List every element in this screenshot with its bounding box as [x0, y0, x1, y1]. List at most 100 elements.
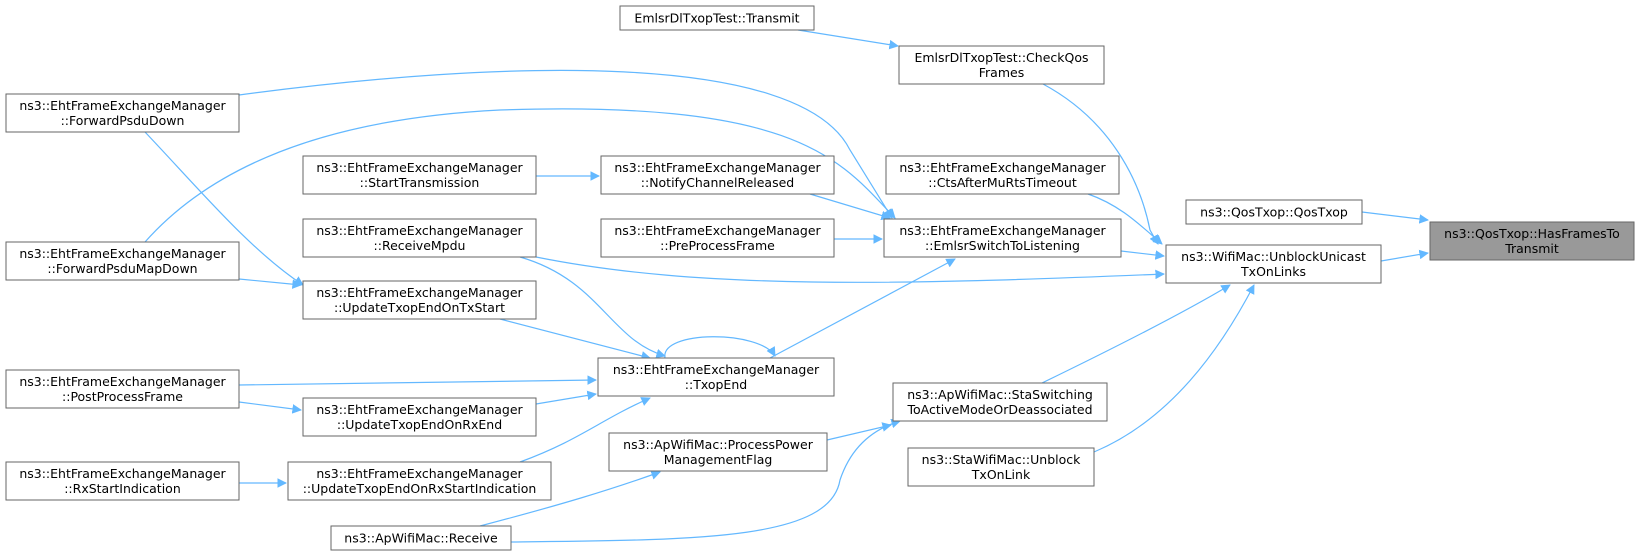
node-starttrans[interactable]: ns3::EhtFrameExchangeManager::StartTrans… [302, 155, 537, 195]
edges [144, 29, 1429, 543]
node-label: ::NotifyChannelReleased [641, 175, 794, 190]
edge-processpower-to-staswitching [826, 422, 892, 441]
node-updaterxend[interactable]: ns3::EhtFrameExchangeManager::UpdateTxop… [302, 397, 537, 437]
edge-updaterxstartind-to-txopend [519, 397, 651, 463]
edge-staswitching-to-unblockunicast [1041, 284, 1231, 384]
edge-receive-to-processpower [479, 470, 661, 527]
node-box[interactable] [5, 241, 240, 281]
edge-forwardpsdumap-to-emlsrswitch [144, 108, 896, 243]
edge-checkqos-to-unblockunicast [1042, 83, 1159, 245]
nodes: ns3::QosTxop::HasFramesToTransmitns3::Qo… [5, 5, 1635, 551]
node-label: ::EmlsrSwitchToListening [925, 238, 1080, 253]
node-label: ::PreProcessFrame [660, 238, 775, 253]
node-qostxop[interactable]: ns3::QosTxop::QosTxop [1185, 199, 1363, 225]
node-label: ns3::QosTxop::HasFramesTo [1444, 226, 1620, 241]
node-box[interactable] [5, 461, 240, 501]
node-box[interactable] [1185, 199, 1363, 225]
node-label: ns3::QosTxop::QosTxop [1200, 205, 1348, 220]
edge-updaterxend-to-txopend [535, 390, 597, 405]
node-label: TxOnLink [971, 467, 1031, 482]
node-emlsrswitch[interactable]: ns3::EhtFrameExchangeManager::EmlsrSwitc… [883, 218, 1122, 258]
node-receivempdu[interactable]: ns3::EhtFrameExchangeManager::ReceiveMpd… [302, 218, 537, 258]
edge-forwardpsdumap-to-updatetxstart [238, 278, 302, 289]
node-notifychannel[interactable]: ns3::EhtFrameExchangeManager::NotifyChan… [600, 155, 835, 195]
node-label: ::StartTransmission [360, 175, 480, 190]
node-box[interactable] [619, 5, 815, 31]
edge-stablock-to-unblockunicast [1093, 284, 1255, 453]
node-box[interactable] [1429, 221, 1635, 261]
node-box[interactable] [883, 218, 1122, 258]
edge-qostxop-to-root [1361, 211, 1429, 224]
node-label: ::ForwardPsduMapDown [47, 261, 197, 276]
edge-receivempdu-to-txopend [519, 256, 666, 359]
node-label: ns3::EhtFrameExchangeManager [316, 285, 523, 300]
edge-transmit-to-checkqos [797, 29, 899, 50]
node-label: ::CtsAfterMuRtsTimeout [928, 175, 1077, 190]
node-transmit[interactable]: EmlsrDlTxopTest::Transmit [619, 5, 815, 31]
node-processpower[interactable]: ns3::ApWifiMac::ProcessPowerManagementFl… [608, 432, 828, 472]
node-box[interactable] [287, 461, 552, 501]
node-label: ToActiveModeOrDeassociated [906, 402, 1092, 417]
node-label: Frames [979, 65, 1024, 80]
node-updatetxstart[interactable]: ns3::EhtFrameExchangeManager::UpdateTxop… [302, 280, 537, 320]
node-label: ns3::EhtFrameExchangeManager [614, 223, 821, 238]
node-box[interactable] [302, 397, 537, 437]
node-label: ns3::EhtFrameExchangeManager [316, 466, 523, 481]
edge-notifychannel-to-emlsrswitch [809, 193, 891, 221]
node-box[interactable] [1165, 244, 1382, 284]
node-box[interactable] [302, 155, 537, 195]
node-box[interactable] [885, 155, 1120, 195]
node-box[interactable] [600, 155, 835, 195]
node-label: ::ReceiveMpdu [374, 238, 466, 253]
node-forwardpsdumap[interactable]: ns3::EhtFrameExchangeManager::ForwardPsd… [5, 241, 240, 281]
node-label: TxOnLinks [1240, 264, 1306, 279]
node-label: ns3::ApWifiMac::StaSwitching [907, 387, 1093, 402]
node-label: ns3::EhtFrameExchangeManager [316, 160, 523, 175]
node-box[interactable] [608, 432, 828, 472]
node-label: ns3::EhtFrameExchangeManager [19, 246, 226, 261]
node-box[interactable] [898, 45, 1105, 85]
node-label: ns3::EhtFrameExchangeManager [614, 160, 821, 175]
node-box[interactable] [600, 218, 835, 258]
node-preprocess[interactable]: ns3::EhtFrameExchangeManager::PreProcess… [600, 218, 835, 258]
node-label: ns3::ApWifiMac::Receive [344, 531, 498, 546]
node-label: ::RxStartIndication [64, 481, 181, 496]
node-box[interactable] [892, 382, 1108, 422]
node-updaterxstartind[interactable]: ns3::EhtFrameExchangeManager::UpdateTxop… [287, 461, 552, 501]
edge-postprocess-to-txopend [238, 375, 597, 386]
node-receive[interactable]: ns3::ApWifiMac::Receive [330, 525, 512, 551]
node-postprocess[interactable]: ns3::EhtFrameExchangeManager::PostProces… [5, 369, 240, 409]
node-label: ns3::EhtFrameExchangeManager [613, 362, 820, 377]
node-forwardpsdu[interactable]: ns3::EhtFrameExchangeManager::ForwardPsd… [5, 93, 240, 133]
node-staswitching[interactable]: ns3::ApWifiMac::StaSwitchingToActiveMode… [892, 382, 1108, 422]
node-label: ns3::EhtFrameExchangeManager [19, 98, 226, 113]
node-txopend[interactable]: ns3::EhtFrameExchangeManager::TxopEnd [597, 357, 835, 397]
node-box[interactable] [5, 369, 240, 409]
node-rxstartind[interactable]: ns3::EhtFrameExchangeManager::RxStartInd… [5, 461, 240, 501]
edge-receivempdu-to-unblockunicast [535, 256, 1165, 283]
node-box[interactable] [330, 525, 512, 551]
node-label: ::TxopEnd [685, 377, 747, 392]
edge-postprocess-to-updaterxend [238, 401, 302, 414]
node-box[interactable] [302, 280, 537, 320]
node-box[interactable] [597, 357, 835, 397]
node-label: ns3::EhtFrameExchangeManager [899, 223, 1106, 238]
node-label: ns3::EhtFrameExchangeManager [316, 402, 523, 417]
edge-updatetxstart-to-txopend [499, 318, 651, 361]
edge-txopend-to-txopend [664, 336, 776, 359]
node-label: ManagementFlag [664, 452, 773, 467]
node-label: EmlsrDlTxopTest::Transmit [634, 11, 799, 26]
node-label: ns3::EhtFrameExchangeManager [19, 374, 226, 389]
node-box[interactable] [5, 93, 240, 133]
node-box[interactable] [907, 447, 1095, 487]
edge-forwardpsdu-to-updatetxstart [144, 131, 304, 286]
node-ctsafter[interactable]: ns3::EhtFrameExchangeManager::CtsAfterMu… [885, 155, 1120, 195]
node-label: ::UpdateTxopEndOnRxEnd [337, 417, 502, 432]
edge-forwardpsdu-to-emlsrswitch [238, 69, 893, 219]
node-box[interactable] [302, 218, 537, 258]
